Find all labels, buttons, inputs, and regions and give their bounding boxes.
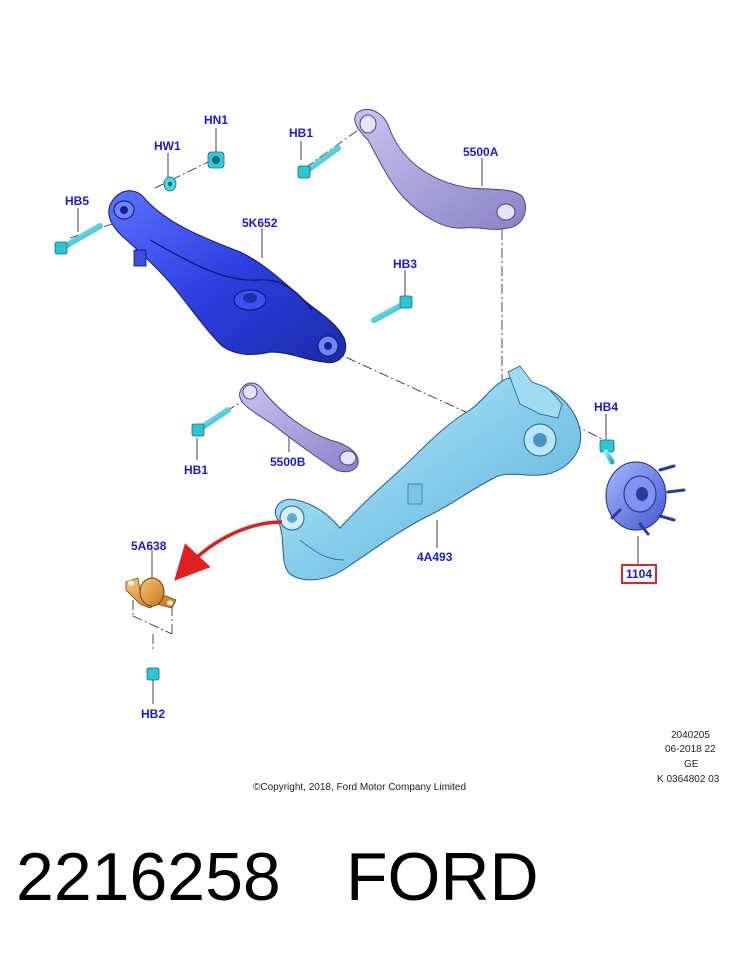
footer-part-number: 2216258: [16, 839, 281, 915]
nut-hn1: [207, 151, 225, 169]
copyright-notice: ©Copyright, 2018, Ford Motor Company Lim…: [253, 782, 467, 793]
footer-brand: FORD: [346, 839, 539, 915]
callout-hn1: HN1: [204, 113, 229, 127]
callout-5500a: 5500A: [463, 145, 499, 159]
diagram-ref-4: K 0364802 03: [657, 774, 720, 785]
callout-5k652: 5K652: [242, 216, 278, 230]
diagram-ref-3: GE: [684, 759, 699, 770]
bolt-hb5: [54, 223, 103, 255]
callout-hb3: HB3: [393, 257, 418, 271]
upper-control-arm-5500a: [354, 108, 526, 230]
bushing-5a638: [125, 577, 177, 609]
callout-5a638: 5A638: [131, 539, 167, 553]
diagram-ref-2: 06-2018 22: [665, 744, 716, 755]
callout-5500b: 5500B: [270, 455, 306, 469]
bolt-hb1-top: [297, 145, 341, 179]
washer-hw1: [163, 176, 177, 192]
callout-hw1: HW1: [154, 139, 181, 153]
bolt-hb1-mid: [191, 407, 231, 437]
callout-hb4: HB4: [594, 400, 619, 414]
callout-1104: 1104: [621, 564, 658, 584]
lower-control-arm-5k652: [108, 190, 347, 364]
bolt-hb2: [146, 649, 160, 681]
callout-hb1-top: HB1: [289, 126, 314, 140]
callout-hb1-mid: HB1: [184, 463, 209, 477]
rear-knuckle-4a493: [274, 365, 582, 581]
lower-control-arm-5500b: [239, 382, 359, 473]
wheel-hub-1104: [605, 461, 686, 536]
callout-4a493: 4A493: [417, 550, 453, 564]
bolt-hb3: [371, 295, 413, 323]
detail-arrow: [174, 520, 283, 581]
bolt-hb4: [599, 439, 615, 465]
callout-hb5: HB5: [65, 194, 90, 208]
callout-hb2: HB2: [141, 707, 166, 721]
diagram-ref-1: 2040205: [671, 730, 710, 741]
